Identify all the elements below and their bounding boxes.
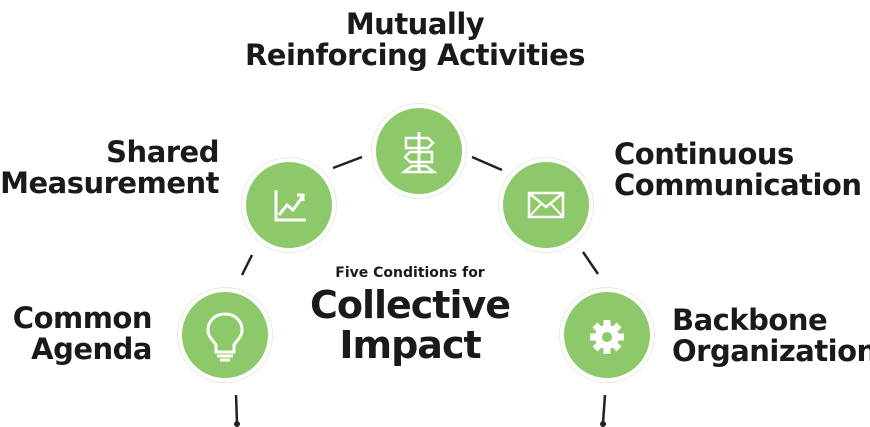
center-subtitle: Five Conditions for <box>335 265 485 281</box>
continuous-communication-node <box>499 158 593 252</box>
envelope-icon <box>527 191 565 219</box>
common-agenda-node <box>178 288 272 382</box>
label-mutually-reinforcing: Mutually Reinforcing Activities <box>244 7 586 72</box>
trend-chart-icon <box>274 190 306 222</box>
center-title: Collective Impact <box>309 283 511 367</box>
shared-measurement-node <box>242 158 336 252</box>
gear-icon <box>590 320 624 354</box>
label-common-agenda: Common Agenda <box>12 301 153 366</box>
lightbulb-icon <box>206 312 244 362</box>
label-backbone-organization: Backbone Organization <box>672 303 870 368</box>
label-shared-measurement: Shared Measurement <box>0 135 219 200</box>
signpost-icon <box>400 132 438 174</box>
label-continuous-communication: Continuous Communication <box>614 137 862 202</box>
mutually-reinforcing-node <box>372 104 466 198</box>
backbone-organization-node <box>560 288 654 382</box>
